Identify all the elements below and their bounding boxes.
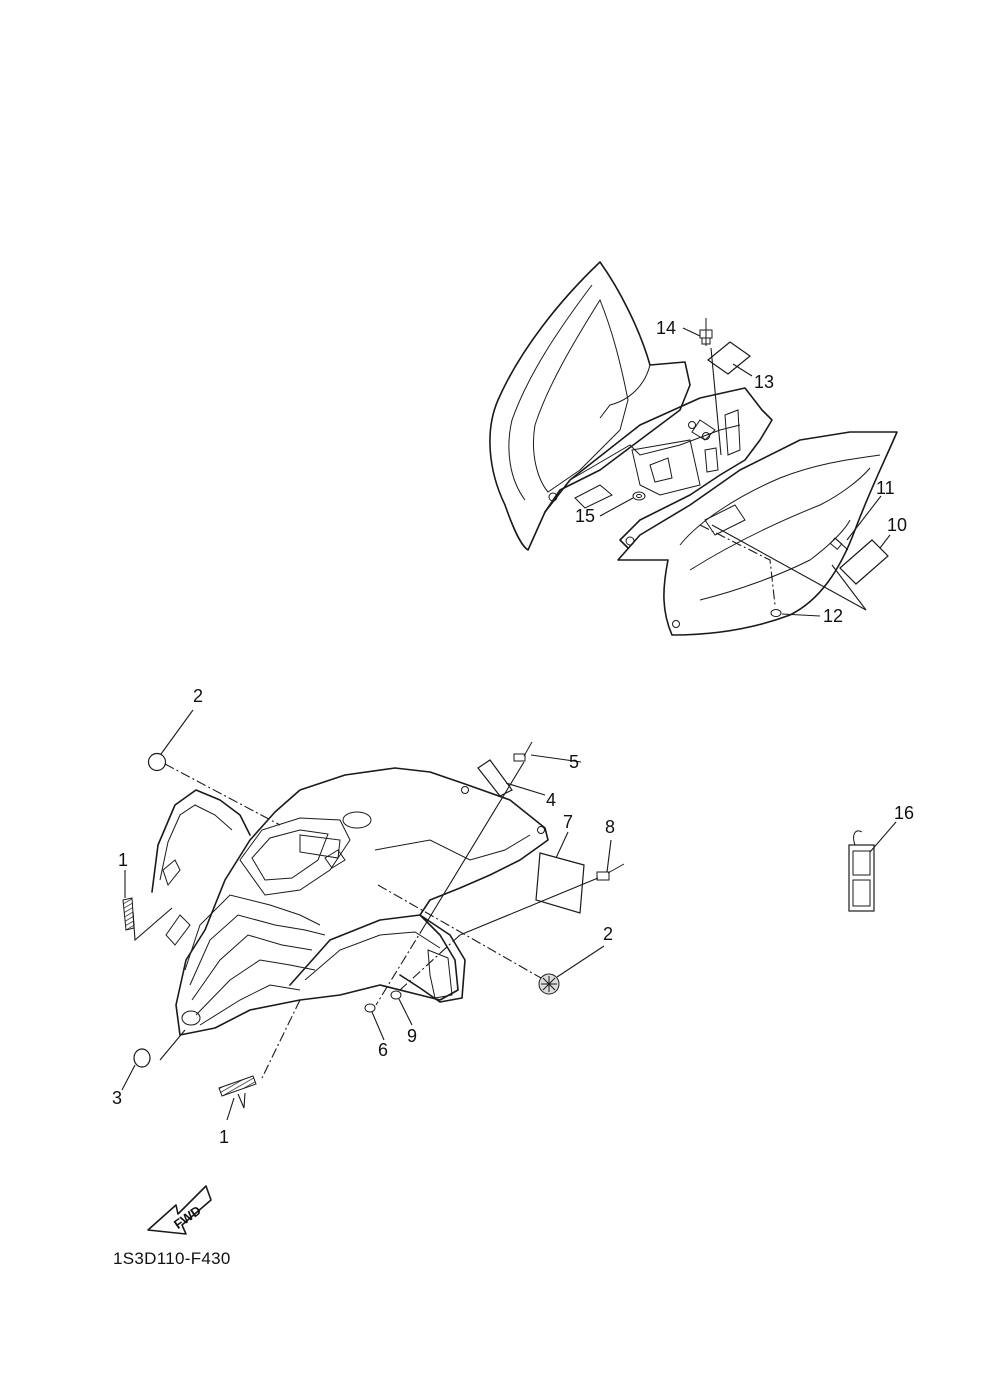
fwd-arrow-icon: FWD [147, 1185, 212, 1235]
callout-13: 13 [754, 372, 774, 392]
bolt-8 [596, 863, 625, 881]
callout-9: 9 [407, 1026, 417, 1046]
callout-10: 10 [887, 515, 907, 535]
diagram-code: 1S3D110-F430 [113, 1249, 231, 1268]
rear-fender-assembly [489, 261, 898, 636]
callout-14: 14 [656, 318, 676, 338]
label-10 [839, 539, 889, 585]
callout-12: 12 [823, 606, 843, 626]
emblem-2-top [147, 752, 167, 772]
emblem-2-bottom [538, 973, 560, 995]
callout-11: 11 [876, 478, 895, 498]
label-4 [477, 759, 513, 797]
bolt-5 [513, 741, 533, 762]
callout-1-bottom: 1 [219, 1127, 229, 1147]
front-fender-assembly [151, 767, 549, 1036]
callout-2-bottom: 2 [603, 924, 613, 944]
label-13 [707, 341, 751, 375]
bolt-11 [829, 537, 849, 551]
washer-9 [390, 990, 402, 1000]
label-7 [535, 852, 585, 914]
callout-16: 16 [894, 803, 914, 823]
callout-7: 7 [563, 812, 573, 832]
decal-1-bottom [218, 1075, 257, 1097]
washer-6 [364, 1003, 376, 1013]
callout-5: 5 [569, 752, 579, 772]
callout-3: 3 [112, 1088, 122, 1108]
emblem-3 [133, 1048, 151, 1068]
callout-15: 15 [575, 506, 595, 526]
bolt-14 [699, 318, 713, 346]
callout-8: 8 [605, 817, 615, 837]
decal-1-left [122, 897, 135, 931]
label-tag-16 [848, 821, 897, 912]
washer-12 [770, 609, 782, 617]
callout-2-top: 2 [193, 686, 203, 706]
callout-labels: 14 13 15 11 10 12 2 5 4 7 8 16 1 2 6 9 3… [112, 318, 914, 1147]
callout-6: 6 [378, 1040, 388, 1060]
callout-1-left: 1 [118, 850, 128, 870]
washer-15 [632, 491, 646, 501]
callout-4: 4 [546, 790, 556, 810]
